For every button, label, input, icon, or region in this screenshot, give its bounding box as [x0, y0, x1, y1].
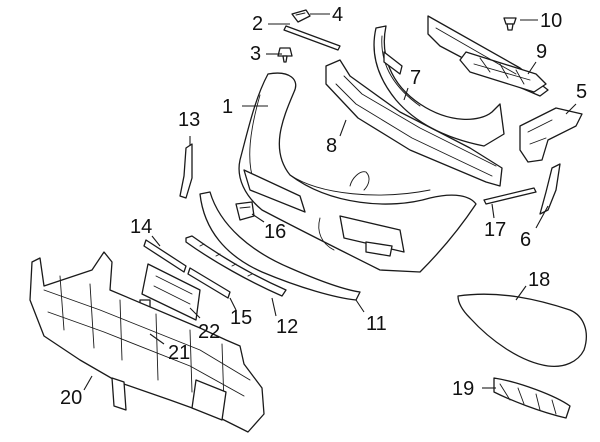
callout-8: 8 [326, 135, 338, 157]
leader-18 [515, 285, 527, 301]
part-16-sensor-bracket [235, 201, 255, 221]
callout-15: 15 [230, 307, 253, 329]
callout-1: 1 [222, 96, 234, 118]
part-8-absorber [325, 59, 503, 187]
callout-21: 21 [168, 342, 191, 364]
part-14-trim [143, 239, 187, 273]
leader-15 [229, 297, 237, 311]
part-13-bracket [179, 143, 193, 199]
part-3-clip [277, 47, 293, 63]
part-6-guide [539, 163, 561, 215]
part-20-lower-carrier [29, 251, 265, 433]
part-11-lower-lip [199, 191, 361, 301]
callout-13: 13 [178, 109, 201, 131]
callout-17: 17 [484, 219, 507, 241]
callout-16: 16 [264, 221, 287, 243]
leader-9 [527, 61, 537, 75]
part-17-rod [483, 187, 537, 205]
callout-22: 22 [198, 321, 221, 343]
callout-7: 7 [410, 67, 422, 89]
leader-17 [491, 203, 495, 219]
leader-7 [403, 87, 409, 101]
callout-18: 18 [528, 269, 551, 291]
leader-8 [339, 119, 347, 137]
leader-14 [151, 235, 161, 247]
leader-lines [83, 13, 577, 391]
callout-20: 20 [60, 387, 83, 409]
leader-22 [189, 307, 201, 319]
callout-10: 10 [540, 10, 563, 32]
part-19-bezel [493, 377, 571, 419]
callout-11: 11 [366, 313, 387, 335]
part-22-plate-bracket [141, 263, 201, 321]
part-1-bumper-cover [238, 72, 477, 273]
leader-21 [149, 333, 165, 345]
leader-5 [565, 103, 577, 115]
callout-4: 4 [332, 4, 344, 26]
leader-20 [83, 375, 93, 391]
part-10-push-pin [503, 17, 517, 31]
callout-14: 14 [130, 216, 153, 238]
leader-12 [271, 297, 277, 317]
part-4-bracket [291, 9, 311, 23]
part-18-mesh-insert [457, 293, 587, 368]
part-5-side-bracket [519, 107, 583, 163]
callout-5: 5 [576, 81, 588, 103]
part-2-trim-strip [283, 25, 341, 51]
leader-11 [355, 299, 365, 313]
callout-19: 19 [452, 378, 475, 400]
callout-3: 3 [250, 43, 262, 65]
part-9-grille [427, 15, 549, 97]
leader-16 [251, 213, 265, 223]
callout-9: 9 [536, 41, 548, 63]
leader-6 [535, 205, 549, 229]
callout-2: 2 [252, 13, 264, 35]
callout-12: 12 [276, 316, 299, 338]
part-12-lower-trim [185, 235, 287, 297]
part-15-trim [187, 267, 231, 299]
callout-6: 6 [520, 229, 532, 251]
part-7-support-bar [373, 25, 505, 147]
